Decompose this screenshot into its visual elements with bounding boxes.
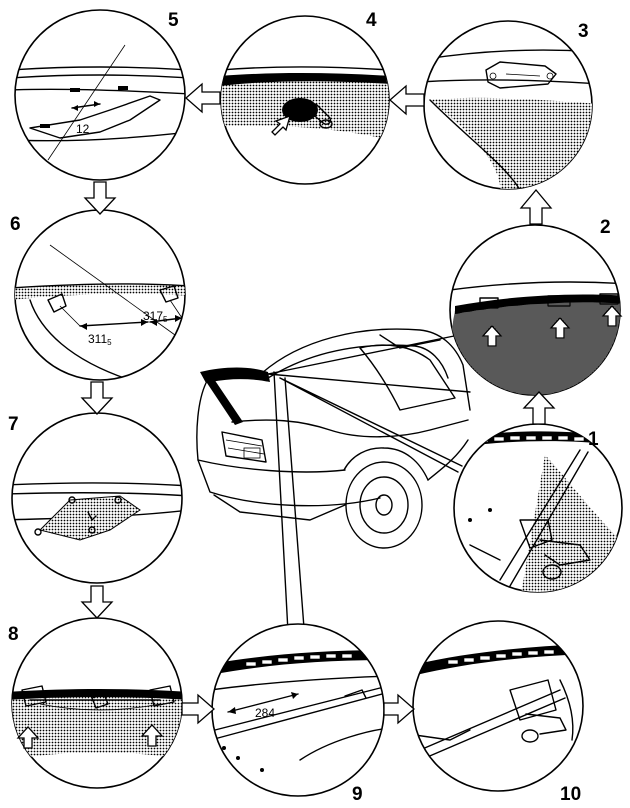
step-6-left-dimension-sub: 5 bbox=[107, 338, 112, 347]
step-5-number: 5 bbox=[168, 10, 179, 31]
step-9-detail: 284 9 bbox=[211, 623, 385, 805]
step-3-number: 3 bbox=[578, 21, 589, 42]
step-10-detail: 10 bbox=[412, 620, 584, 805]
step-9-number: 9 bbox=[352, 784, 363, 805]
arrow-4-to-5 bbox=[185, 82, 221, 114]
step-6-detail: 3115 3175 6 bbox=[10, 209, 186, 381]
step-3-detail: 3 bbox=[423, 20, 593, 190]
car-rear-view bbox=[196, 328, 471, 549]
leader-lines bbox=[267, 335, 471, 633]
arrow-9-to-10 bbox=[383, 693, 415, 725]
step-10-number: 10 bbox=[560, 784, 581, 805]
arrow-6-to-7 bbox=[80, 381, 114, 415]
step-4-number: 4 bbox=[366, 10, 377, 31]
step-6-number: 6 bbox=[10, 214, 21, 235]
step-4-detail: 4 bbox=[220, 10, 390, 185]
step-2-detail: 2 bbox=[449, 217, 623, 396]
step-7-detail: 7 bbox=[8, 412, 183, 584]
step-8-detail: 8 bbox=[8, 617, 183, 789]
step-8-number: 8 bbox=[8, 624, 19, 645]
step-9-dimension: 284 bbox=[255, 706, 275, 720]
step-1-number: 1 bbox=[588, 429, 599, 450]
step-5-detail: 12 5 bbox=[14, 9, 186, 181]
arrow-7-to-8 bbox=[80, 585, 114, 619]
step-6-right-dimension: 317 bbox=[143, 309, 163, 323]
step-6-left-dimension: 311 bbox=[88, 332, 107, 346]
step-1-detail: 1 bbox=[453, 423, 623, 593]
arrow-1-to-2 bbox=[522, 391, 556, 425]
arrow-5-to-6 bbox=[83, 181, 117, 215]
arrow-8-to-9 bbox=[181, 693, 215, 725]
svg-text:3115: 3115 bbox=[88, 332, 112, 347]
arrow-2-to-3 bbox=[519, 188, 553, 225]
step-5-dimension: 12 bbox=[76, 122, 90, 136]
step-6-right-dimension-sub: 5 bbox=[163, 315, 168, 324]
flow-arrows bbox=[80, 82, 556, 725]
step-7-number: 7 bbox=[8, 414, 19, 435]
svg-text:3175: 3175 bbox=[143, 309, 168, 324]
step-2-number: 2 bbox=[600, 217, 611, 238]
arrow-3-to-4 bbox=[389, 84, 425, 116]
